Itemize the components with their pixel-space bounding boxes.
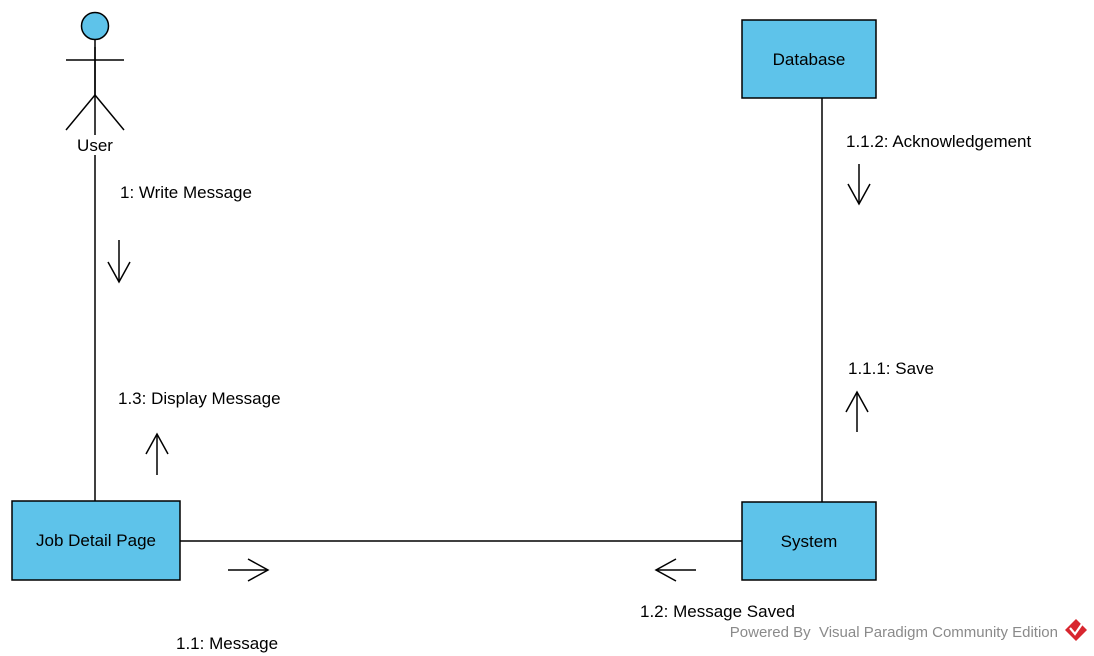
- watermark-text: Powered By Visual Paradigm Community Edi…: [730, 624, 1058, 641]
- actor-label-bg: [68, 135, 122, 155]
- arrow-left-icon: [654, 558, 696, 582]
- message-1-3-label: 1.3: Display Message: [118, 389, 281, 408]
- visual-paradigm-logo-icon: [1065, 619, 1087, 641]
- message-1-1-label: 1.1: Message: [176, 634, 278, 653]
- actor-label: User: [77, 136, 113, 155]
- object-system[interactable]: System: [741, 501, 877, 581]
- system-box: [741, 501, 877, 581]
- actor-head: [80, 11, 110, 41]
- arrow-up-icon: [845, 390, 869, 432]
- message-1-2-label: 1.2: Message Saved: [640, 602, 795, 621]
- job-detail-page-box: [11, 500, 181, 581]
- arrow-down-icon: [847, 164, 871, 206]
- object-database[interactable]: Database: [741, 19, 877, 99]
- arrow-right-icon: [228, 558, 270, 582]
- system-label: System: [781, 532, 838, 551]
- actor-right-leg: [94, 94, 125, 131]
- actor-user[interactable]: User: [65, 11, 125, 156]
- job-detail-page-label: Job Detail Page: [36, 531, 156, 550]
- message-1-1-1-label: 1.1.1: Save: [848, 359, 934, 378]
- message-1-1-2-label: 1.1.2: Acknowledgement: [846, 132, 1032, 151]
- arrow-up-icon: [145, 432, 169, 475]
- actor-left-leg: [65, 94, 96, 131]
- object-job-detail-page[interactable]: Job Detail Page: [11, 500, 181, 581]
- database-box: [741, 19, 877, 99]
- arrow-down-icon: [107, 240, 131, 284]
- message-1-label: 1: Write Message: [120, 183, 252, 202]
- database-label: Database: [773, 50, 846, 69]
